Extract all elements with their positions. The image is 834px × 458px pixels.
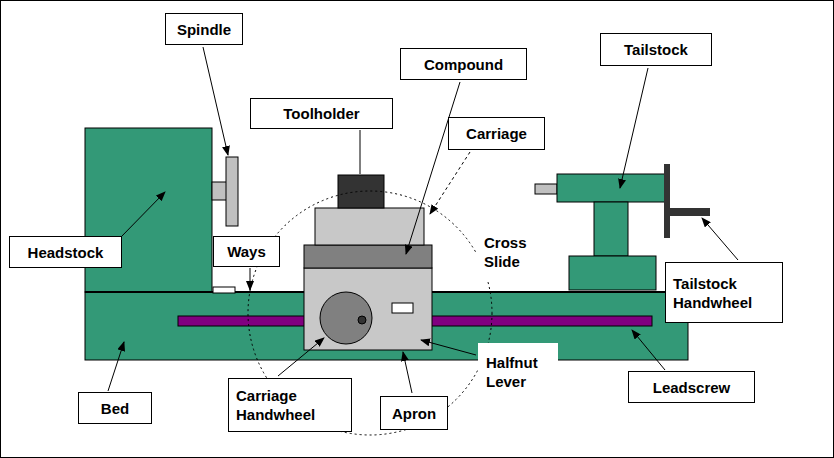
part-label: Spindle — [177, 20, 231, 39]
part-label: Headstock — [28, 243, 104, 262]
part-label: Carriage Handwheel — [236, 386, 344, 424]
part-label-box: Cross Slide — [476, 224, 542, 280]
part-label-box: Halfnut Lever — [478, 343, 558, 400]
part-label: Compound — [424, 55, 503, 74]
part-label-box: Spindle — [165, 13, 243, 45]
part-label-box: Carriage Handwheel — [228, 378, 352, 432]
part-label: Carriage — [466, 124, 527, 143]
part-label-box: Tailstock — [600, 33, 712, 66]
part-label: Tailstock Handwheel — [673, 274, 775, 312]
part-label-box: Bed — [78, 392, 152, 424]
part-label: Apron — [392, 404, 436, 423]
part-label: Ways — [227, 242, 266, 261]
part-label-box: Leadscrew — [628, 371, 755, 403]
part-label-box: Tailstock Handwheel — [665, 262, 783, 323]
part-label: Leadscrew — [653, 378, 731, 397]
part-label: Toolholder — [283, 104, 359, 123]
part-label-box: Ways — [213, 236, 280, 267]
part-label: Halfnut Lever — [486, 353, 550, 391]
part-label: Bed — [101, 399, 129, 418]
part-label-box: Apron — [380, 396, 448, 430]
part-label-box: Carriage — [448, 117, 545, 150]
part-label: Tailstock — [624, 40, 688, 59]
part-label: Cross Slide — [484, 233, 534, 271]
part-label-box: Compound — [400, 48, 527, 80]
part-label-box: Toolholder — [250, 98, 393, 129]
part-label-box: Headstock — [9, 236, 122, 268]
